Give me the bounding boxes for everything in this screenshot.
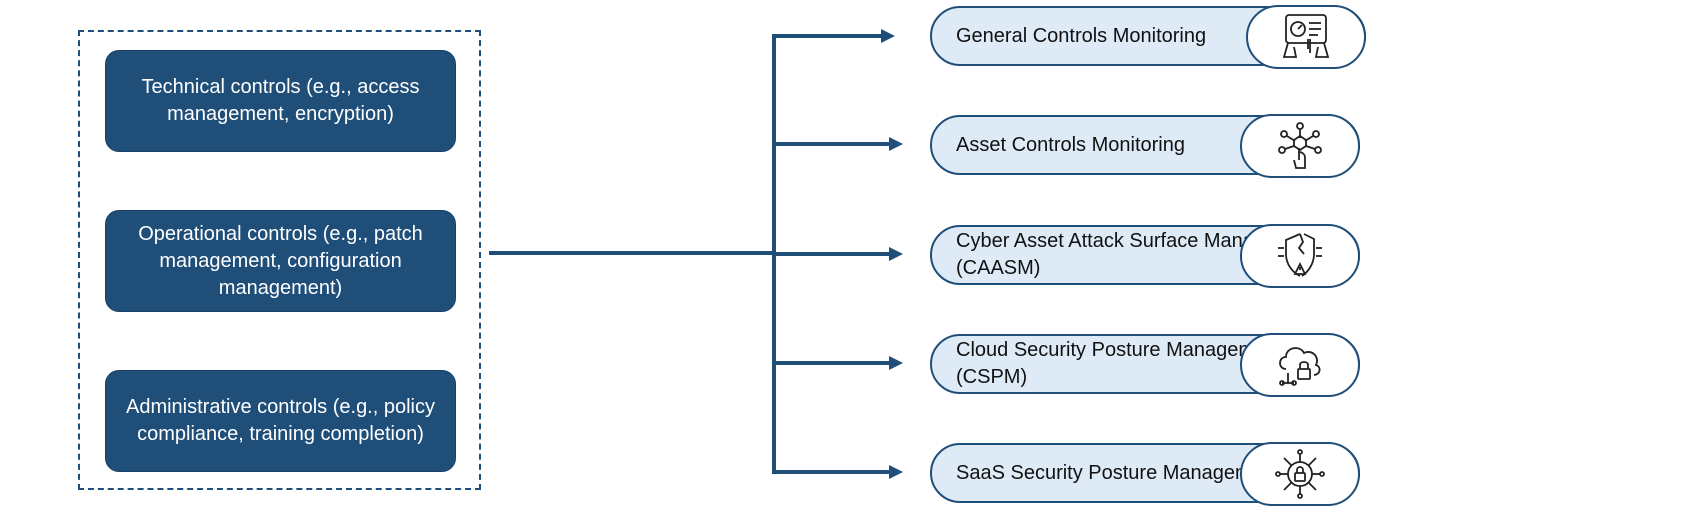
circuit-lock-icon bbox=[1240, 442, 1360, 506]
output-sspm: SaaS Security Posture Management (SSPM) bbox=[930, 442, 1360, 506]
arrowhead-5 bbox=[889, 465, 903, 479]
technical-controls-box: Technical controls (e.g., access managem… bbox=[105, 50, 456, 152]
broken-shield-icon bbox=[1240, 224, 1360, 288]
output-label: Cyber Asset Attack Surface Management (C… bbox=[956, 230, 1321, 279]
output-caasm: Cyber Asset Attack Surface Management (C… bbox=[930, 224, 1360, 288]
administrative-controls-box: Administrative controls (e.g., policy co… bbox=[105, 370, 456, 472]
output-general-controls-monitoring: General Controls Monitoring bbox=[930, 5, 1366, 69]
administrative-controls-label: Administrative controls (e.g., policy co… bbox=[125, 396, 435, 445]
arrowhead-3 bbox=[889, 247, 903, 261]
network-touch-icon bbox=[1240, 114, 1360, 178]
output-label: General Controls Monitoring bbox=[956, 24, 1207, 47]
output-label: Cloud Security Posture Management (CSPM) bbox=[956, 339, 1283, 388]
operational-controls-box: Operational controls (e.g., patch manage… bbox=[105, 210, 456, 312]
technical-controls-label: Technical controls (e.g., access managem… bbox=[141, 76, 420, 125]
arrowhead-1 bbox=[881, 29, 895, 43]
output-asset-controls-monitoring: Asset Controls Monitoring bbox=[930, 114, 1360, 178]
arrowhead-4 bbox=[889, 356, 903, 370]
cloud-lock-icon bbox=[1240, 333, 1360, 397]
output-cspm: Cloud Security Posture Management (CSPM) bbox=[930, 333, 1360, 397]
operational-controls-label: Operational controls (e.g., patch manage… bbox=[138, 222, 423, 299]
arrowhead-2 bbox=[889, 137, 903, 151]
output-label: Asset Controls Monitoring bbox=[956, 133, 1185, 156]
dashboard-touch-icon bbox=[1246, 5, 1366, 69]
controls-group bbox=[78, 30, 481, 490]
